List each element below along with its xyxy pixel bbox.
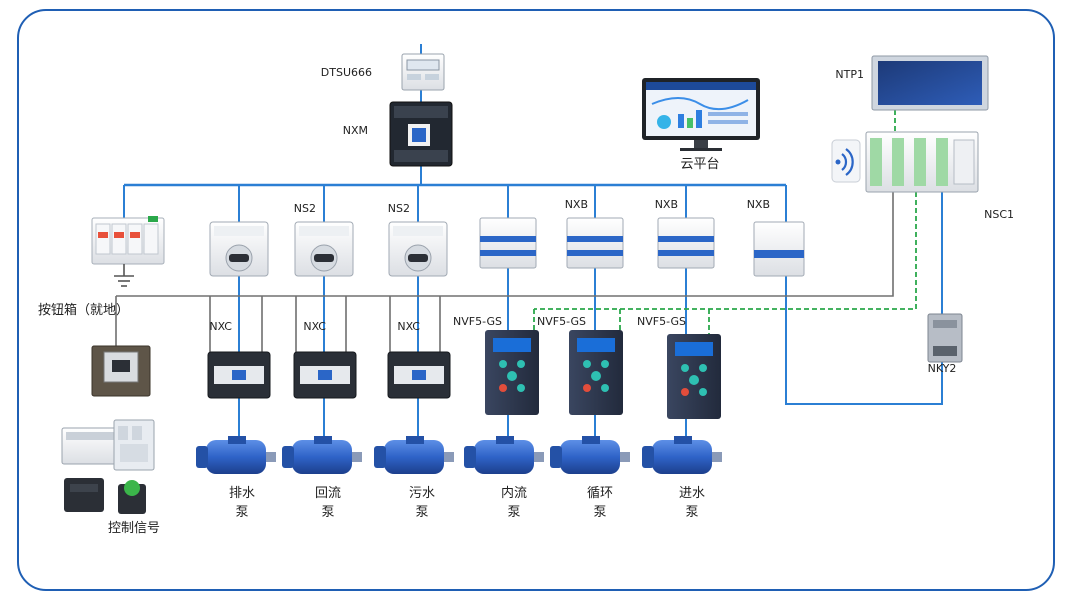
feeder-lines [238, 268, 687, 438]
button-box-label: 按钮箱（就地） [38, 302, 129, 318]
vfd-2 [569, 330, 623, 415]
vfd-label-3: NVF5-GS [637, 315, 686, 328]
ns2-label-b: NS2 [388, 202, 410, 215]
cloud-monitor [642, 78, 760, 151]
pump-label-6-line1: 进水 [679, 486, 705, 501]
vfd-label-1: NVF5-GS [453, 315, 502, 328]
control-signal-label: 控制信号 [108, 521, 160, 536]
mcb-3 [657, 217, 715, 269]
nxc-label-1: NXC [209, 320, 232, 333]
nxc-label-3: NXC [397, 320, 420, 333]
pump-label-2: 回流 泵 [315, 486, 341, 520]
control-signal-lines [115, 192, 894, 358]
pump-label-1-line1: 排水 [229, 486, 255, 501]
contactor-1 [207, 351, 271, 399]
meter-label: DTSU666 [321, 66, 372, 79]
contactor-3 [387, 351, 451, 399]
contactor-2 [293, 351, 357, 399]
nxb-label-3: NXB [747, 198, 770, 211]
pump-label-3: 污水 泵 [409, 486, 435, 520]
pump-label-1-line2: 泵 [235, 505, 248, 520]
relay-modules [61, 419, 155, 471]
motor-1 [196, 436, 276, 474]
energy-meter [401, 53, 445, 91]
hmi-label: NTP1 [835, 68, 864, 81]
mcb-4 [753, 221, 805, 277]
diagram-frame [17, 9, 1055, 591]
pump-label-1: 排水 泵 [229, 486, 255, 520]
vfd-3 [667, 334, 721, 419]
vfd-1 [485, 330, 539, 415]
cloud-platform-label: 云平台 [680, 157, 719, 172]
main-breaker [389, 101, 453, 167]
pump-label-2-line1: 回流 [315, 486, 341, 501]
motor-4 [464, 436, 544, 474]
motor-breaker-3 [388, 221, 448, 277]
nxb-label-2: NXB [655, 198, 678, 211]
vfd-label-2: NVF5-GS [537, 315, 586, 328]
plc-unit [865, 131, 979, 193]
power-supply [927, 313, 963, 363]
motor-breaker-2 [294, 221, 354, 277]
power-supply-label: NKY2 [928, 362, 957, 375]
motor-5 [550, 436, 630, 474]
motor-breaker-1 [209, 221, 269, 277]
pump-label-3-line1: 污水 [409, 486, 435, 501]
plc-label: NSC1 [984, 208, 1014, 221]
pump-label-6: 进水 泵 [679, 486, 705, 520]
ns2-label-a: NS2 [294, 202, 316, 215]
psu-feed-line [785, 276, 943, 405]
pump-label-4: 内流 泵 [501, 485, 527, 520]
mcb-1 [479, 217, 537, 269]
ground-icon [114, 264, 134, 287]
pump-label-4-line2: 泵 [507, 505, 520, 520]
motor-2 [282, 436, 362, 474]
pump-label-5-line1: 循环 [587, 486, 613, 501]
comm-lines [533, 110, 917, 336]
main-breaker-label: NXM [343, 124, 368, 137]
pump-label-6-line2: 泵 [685, 505, 698, 520]
bus-drops [123, 185, 787, 222]
wireless-icon [831, 139, 861, 183]
surge-protector [91, 216, 165, 265]
mcb-2 [566, 217, 624, 269]
button-box [91, 345, 151, 397]
motor-6 [642, 436, 722, 474]
nxc-label-2: NXC [303, 320, 326, 333]
pump-label-5: 循环 泵 [587, 486, 613, 520]
pump-label-5-line2: 泵 [593, 505, 606, 520]
pump-label-4-line1: 内流 [501, 485, 527, 501]
hmi-panel [871, 55, 989, 111]
nxb-label-1: NXB [565, 198, 588, 211]
pump-label-3-line2: 泵 [415, 505, 428, 520]
control-buttons [64, 478, 146, 514]
motor-3 [374, 436, 454, 474]
pump-label-2-line2: 泵 [321, 505, 334, 520]
